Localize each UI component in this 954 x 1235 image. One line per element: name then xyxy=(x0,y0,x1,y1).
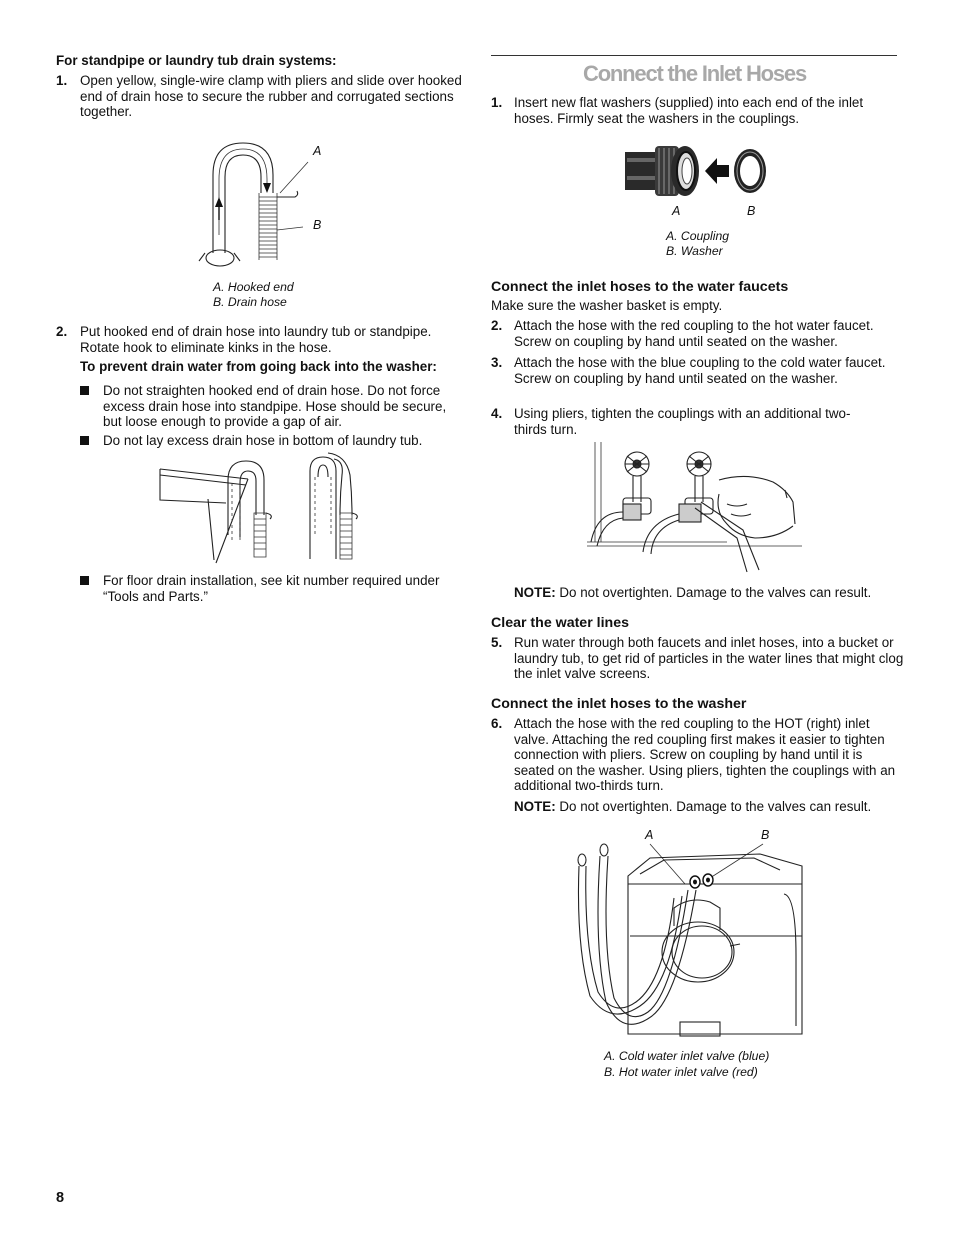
prevent-heading: To prevent drain water from going back i… xyxy=(80,359,437,374)
fig1-label-b: B xyxy=(313,218,321,232)
drain-hose-illustration: A B xyxy=(198,142,321,267)
fig4-caption-b: B. Hot water inlet valve (red) xyxy=(604,1065,758,1079)
fig2-caption-a: A. Coupling xyxy=(666,229,730,243)
clear-step-5-text: Run water through both faucets and inlet… xyxy=(514,635,904,682)
washer-heading: Connect the inlet hoses to the washer xyxy=(491,696,747,712)
note-2-text: Do not overtighten. Damage to the valves… xyxy=(555,799,872,814)
step-number: 1. xyxy=(56,73,68,88)
page-number: 8 xyxy=(56,1190,65,1206)
fig1-caption-a: A. Hooked end xyxy=(213,280,294,294)
step-number: 3. xyxy=(491,355,503,370)
faucets-pliers-illustration xyxy=(587,442,802,573)
faucet-step-text: Attach the hose with the red coupling to… xyxy=(514,318,874,349)
bullet-item: Do not lay excess drain hose in bottom o… xyxy=(103,433,423,448)
bullet-icon xyxy=(80,576,89,585)
note-2: NOTE: Do not overtighten. Damage to the … xyxy=(514,799,871,815)
step-number: 2. xyxy=(491,318,503,333)
coupling-washer-illustration: A B xyxy=(625,146,766,218)
fig4-label-a: A xyxy=(644,828,653,842)
section-rule xyxy=(491,55,897,56)
fig1-label-a: A xyxy=(312,144,321,158)
note-2-label: NOTE: xyxy=(514,799,556,814)
laundry-tub-standpipe-illustration xyxy=(159,452,358,564)
step-1-text: Open yellow, single-wire clamp with plie… xyxy=(80,73,462,120)
step-number: 1. xyxy=(491,95,503,110)
step-number: 6. xyxy=(491,716,503,731)
fig4-caption-a: A. Cold water inlet valve (blue) xyxy=(604,1049,770,1063)
drain-systems-heading: For standpipe or laundry tub drain syste… xyxy=(56,53,337,68)
faucet-step-text: Attach the hose with the blue coupling t… xyxy=(514,355,886,386)
step-number: 2. xyxy=(56,324,68,339)
washer-step-6-text: Attach the hose with the red coupling to… xyxy=(514,716,896,794)
note-1-label: NOTE: xyxy=(514,585,556,600)
faucets-heading: Connect the inlet hoses to the water fau… xyxy=(491,279,789,295)
bullet-item: Do not straighten hooked end of drain ho… xyxy=(103,383,447,430)
bullet-icon xyxy=(80,386,89,395)
fig2-label-a: A xyxy=(671,204,680,218)
bullet-icon xyxy=(80,436,89,445)
faucets-intro: Make sure the washer basket is empty. xyxy=(491,298,723,313)
washer-inlet-valves-illustration: A B xyxy=(577,828,803,1037)
step-number: 4. xyxy=(491,406,503,421)
clear-lines-heading: Clear the water lines xyxy=(491,615,629,631)
step-2-text: Put hooked end of drain hose into laundr… xyxy=(80,324,432,355)
note-1: NOTE: Do not overtighten. Damage to the … xyxy=(514,585,871,601)
fig4-label-b: B xyxy=(761,828,769,842)
step-number: 5. xyxy=(491,635,503,650)
fig1-caption-b: B. Drain hose xyxy=(213,295,287,309)
fig2-label-b: B xyxy=(747,204,755,218)
note-1-text: Do not overtighten. Damage to the valves… xyxy=(555,585,872,600)
section-title: Connect the Inlet Hoses xyxy=(583,61,807,86)
fig2-caption-b: B. Washer xyxy=(666,244,723,258)
faucet-step-text: Using pliers, tighten the couplings with… xyxy=(514,406,851,437)
bullet-item: For floor drain installation, see kit nu… xyxy=(103,573,440,604)
inlet-step-1-text: Insert new flat washers (supplied) into … xyxy=(514,95,864,126)
